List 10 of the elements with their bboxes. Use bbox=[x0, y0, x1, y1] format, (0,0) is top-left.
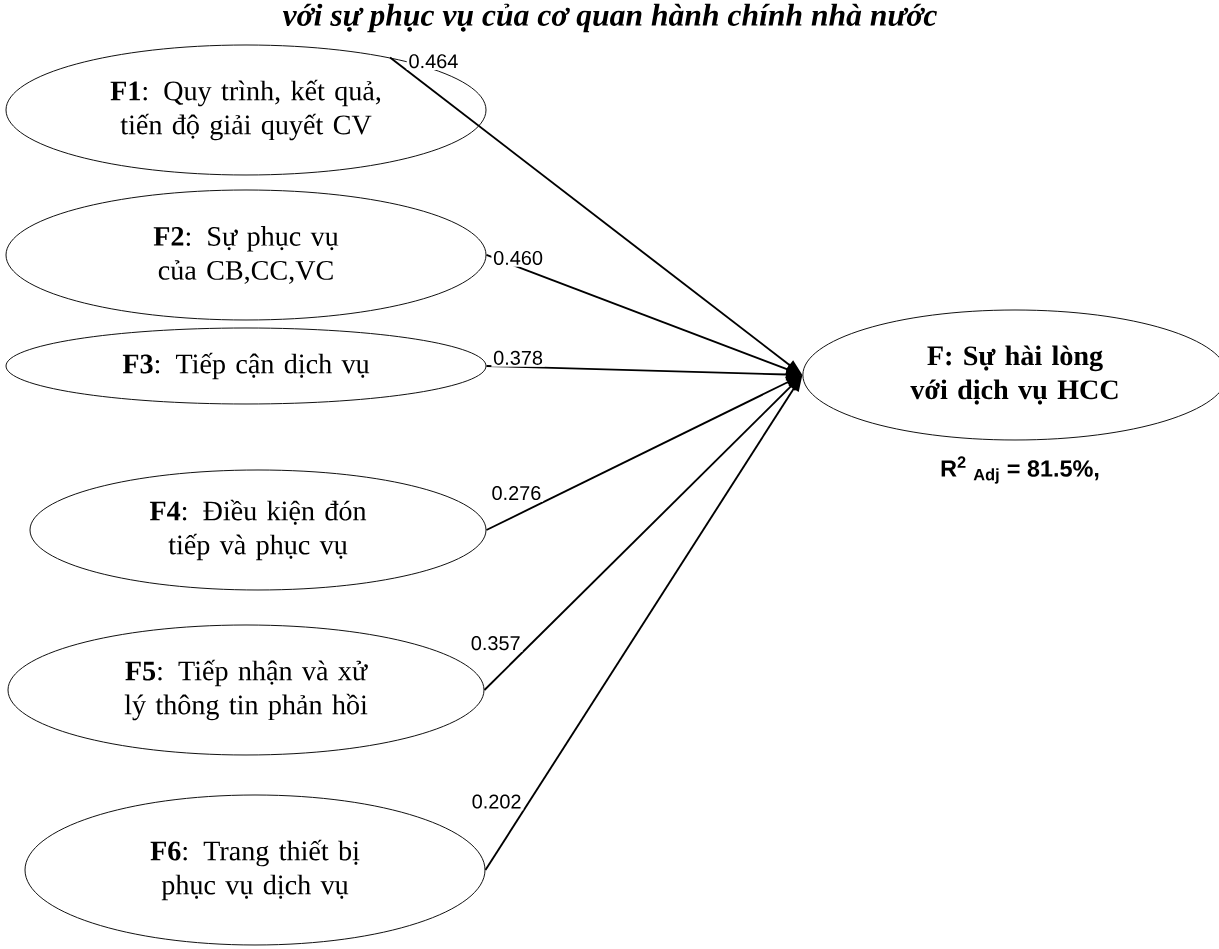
edge-label: 0.357 bbox=[469, 634, 523, 652]
title: với sự phục vụ của cơ quan hành chính nhà nước bbox=[282, 3, 937, 33]
edge-label: 0.460 bbox=[491, 249, 545, 267]
edge-label: 0.378 bbox=[491, 349, 545, 367]
edge-label: 0.464 bbox=[406, 52, 461, 71]
edge-label: 0.202 bbox=[469, 792, 524, 811]
ellipse-node: F3: Tiếp cận dịch vụ bbox=[5, 327, 487, 405]
edge-label: 0.276 bbox=[489, 484, 544, 502]
ellipse-node: F2: Sự phục vụ của CB,CC,VC bbox=[5, 189, 487, 321]
ellipse-node: F4: Điều kiện đón tiếp và phục vụ bbox=[29, 469, 487, 591]
